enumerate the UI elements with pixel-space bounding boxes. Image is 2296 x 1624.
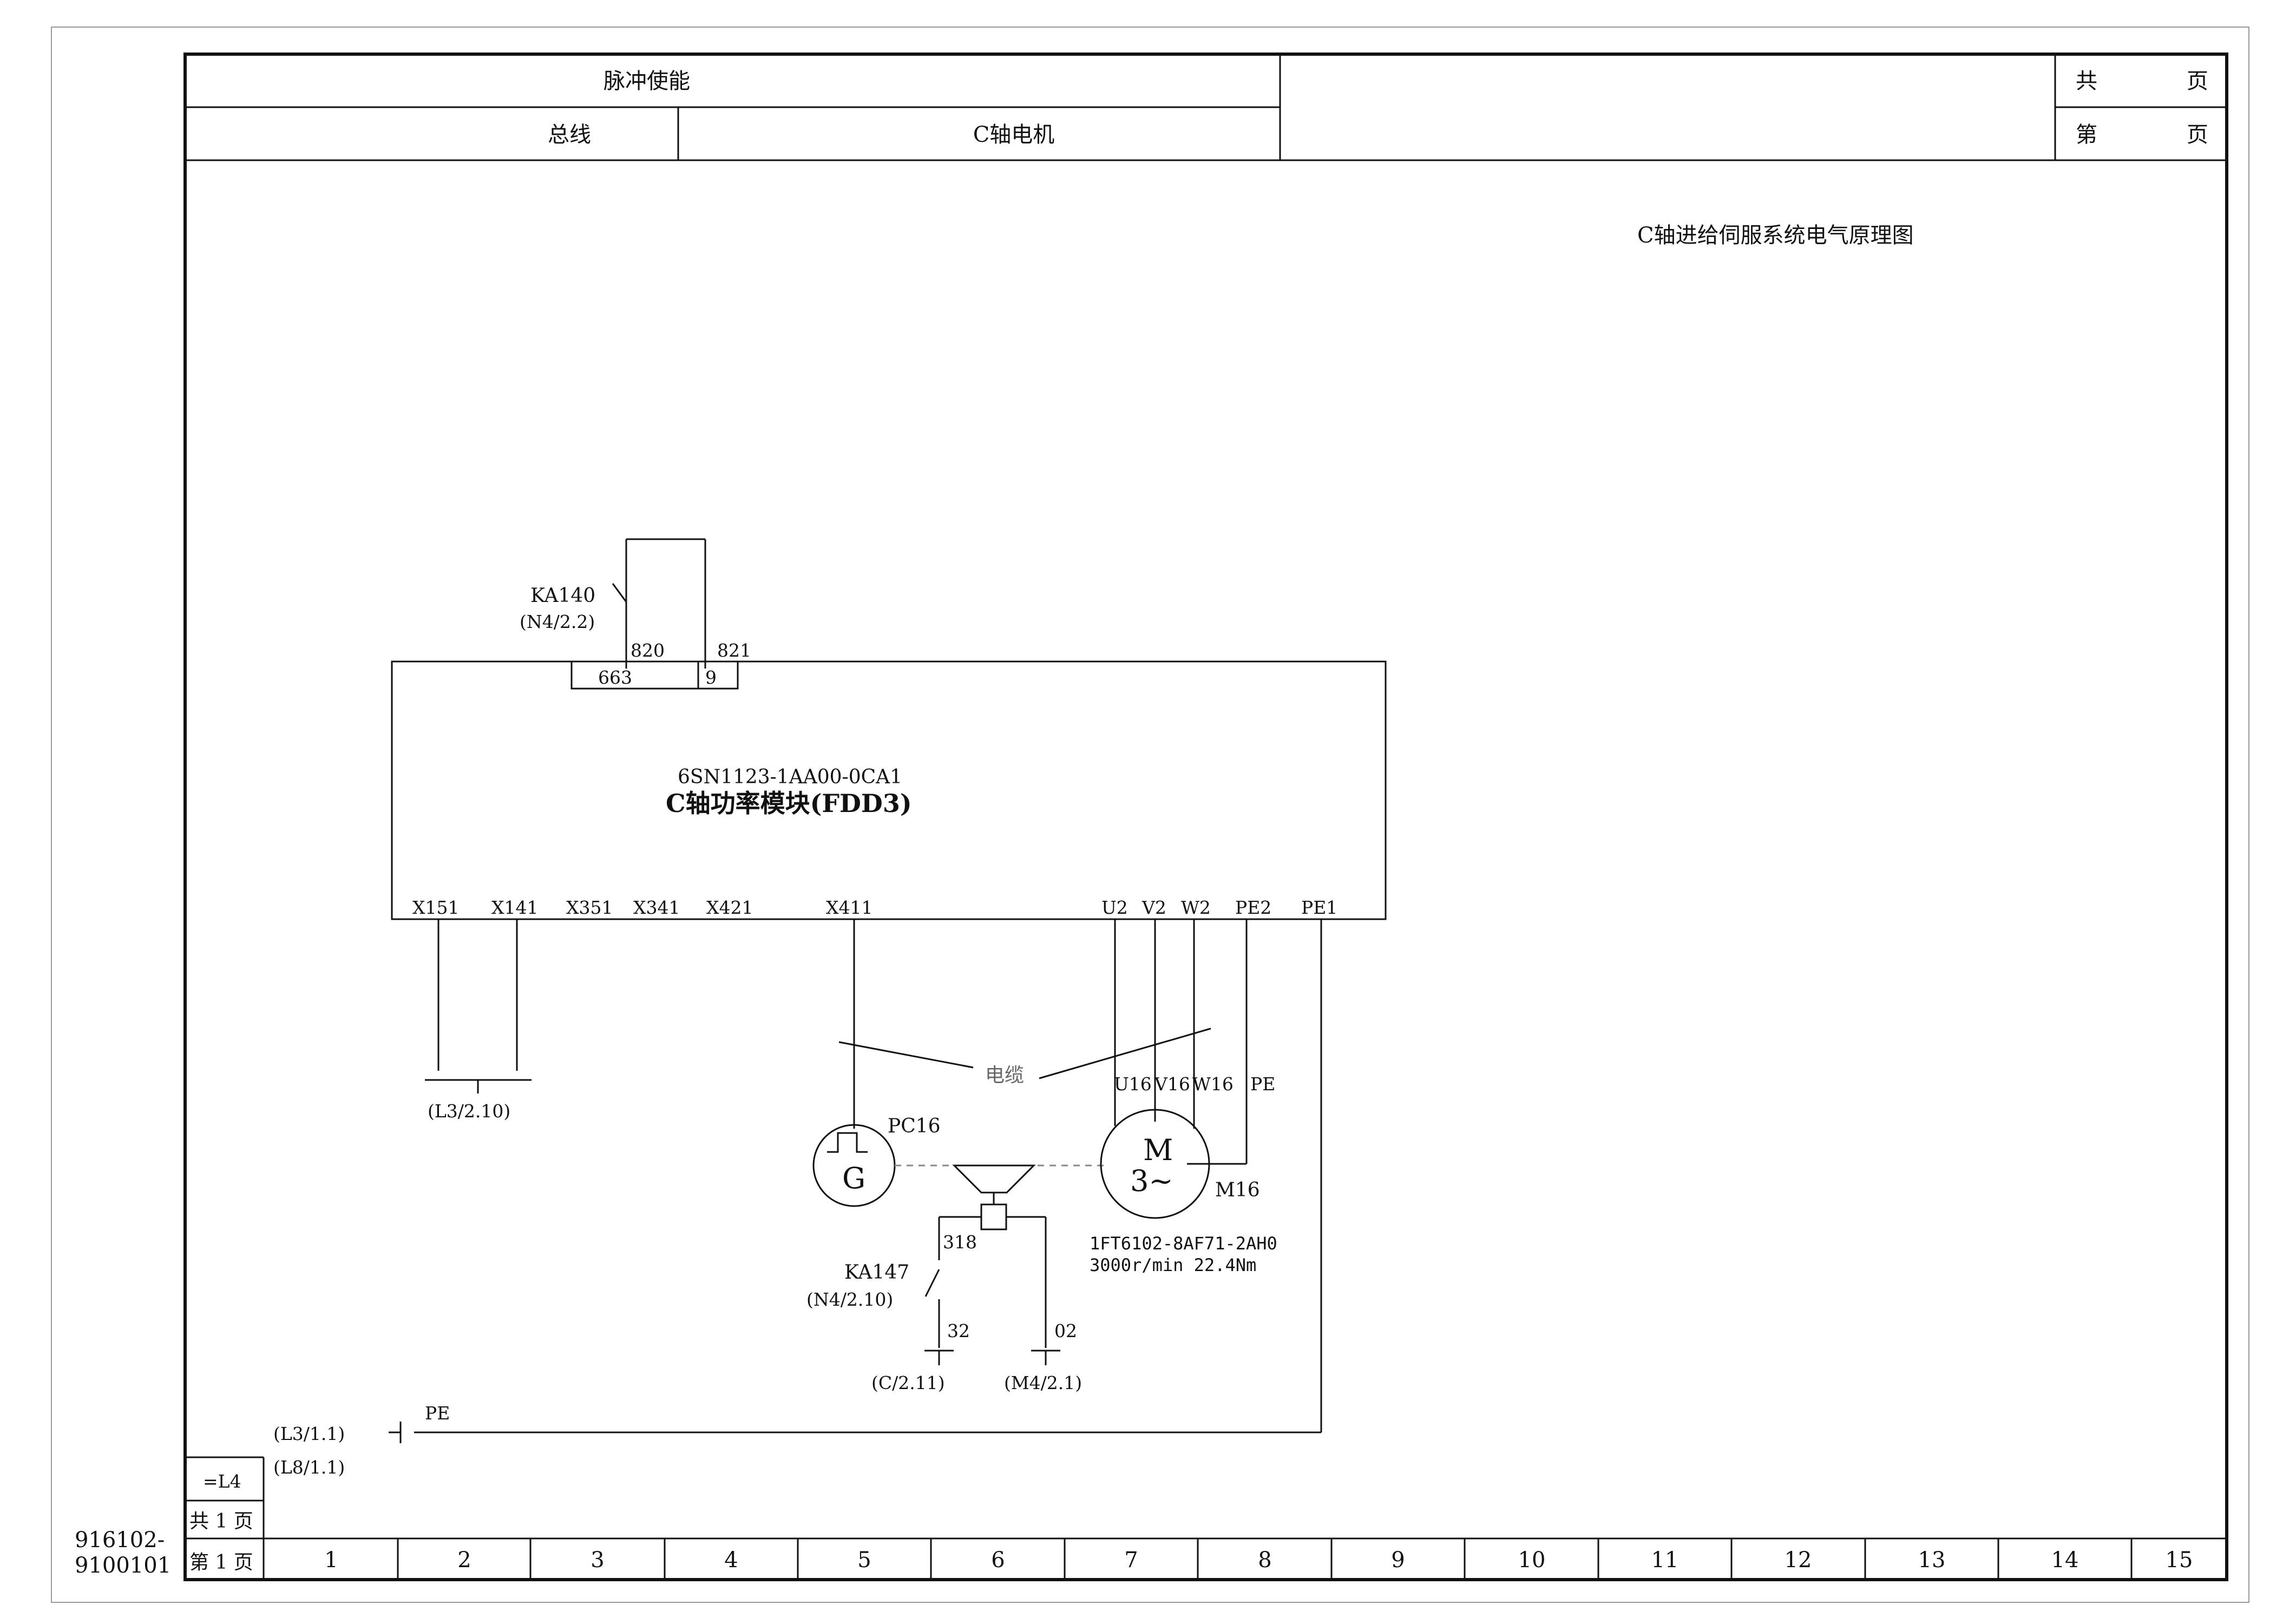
brake-assembly: 318 KA147 (N4/2.10) 32 02 (C/2.11) (M4/2… xyxy=(806,1164,1082,1393)
column-9: 9 xyxy=(1391,1548,1405,1573)
column-15: 15 xyxy=(2166,1548,2193,1573)
pe-ref-l8: (L8/1.1) xyxy=(273,1457,345,1478)
wire-32: 32 xyxy=(947,1320,970,1341)
drawing-title: C轴进给伺服系统电气原理图 xyxy=(1637,223,1914,248)
terminal-u2: U2 xyxy=(1101,897,1128,918)
motor-phase: 3~ xyxy=(1130,1164,1173,1198)
terminal-663: 663 xyxy=(598,667,632,688)
terminal-x151: X151 xyxy=(412,897,459,918)
terminal-w2: W2 xyxy=(1181,897,1211,918)
wire-820: 820 xyxy=(631,640,665,661)
wire-821: 821 xyxy=(717,640,751,661)
terminal-x411: X411 xyxy=(826,897,873,918)
page-unit: 页 xyxy=(2187,122,2208,147)
terminal-9: 9 xyxy=(705,667,717,688)
title-block: 脉冲使能 总线 C轴电机 共 页 第 页 xyxy=(185,54,2227,161)
ref-c-2-11: (C/2.11) xyxy=(871,1372,945,1393)
terminal-x341: X341 xyxy=(633,897,680,918)
encoder-name: PC16 xyxy=(888,1115,941,1137)
column-2: 2 xyxy=(457,1548,471,1573)
motor-spec: 3000r/min 22.4Nm xyxy=(1090,1255,1256,1275)
column-7: 7 xyxy=(1124,1548,1138,1573)
module-part-number: 6SN1123-1AA00-0CA1 xyxy=(678,766,902,788)
ka140-ref: (N4/2.2) xyxy=(520,611,595,632)
column-13: 13 xyxy=(1918,1548,1946,1573)
column-5: 5 xyxy=(857,1548,871,1573)
column-14: 14 xyxy=(2051,1548,2079,1573)
title-c-axis-motor: C轴电机 xyxy=(973,122,1055,147)
pe-line: PE (L3/1.1) (L8/1.1) xyxy=(273,919,1322,1478)
relay-ka140: KA140 (N4/2.2) 820 821 xyxy=(520,538,751,669)
wire-w16: W16 xyxy=(1192,1073,1234,1095)
page-label: 第 xyxy=(2076,122,2097,147)
column-3: 3 xyxy=(591,1548,604,1573)
terminal-pe1: PE1 xyxy=(1301,897,1337,918)
column-4: 4 xyxy=(724,1548,738,1573)
column-12: 12 xyxy=(1785,1548,1812,1573)
column-10: 10 xyxy=(1518,1548,1546,1573)
motor-m16: M 3~ M16 1FT6102-8AF71-2AH0 3000r/min 22… xyxy=(1090,1109,1277,1275)
terminal-x351: X351 xyxy=(566,897,613,918)
total-pages-unit: 页 xyxy=(2187,69,2208,94)
drawing-number-line1: 916102- xyxy=(75,1528,165,1553)
terminal-v2: V2 xyxy=(1142,897,1166,918)
drawing-frame xyxy=(183,53,2228,1581)
location-code: =L4 xyxy=(203,1471,241,1492)
wire-pe: PE xyxy=(1250,1073,1275,1095)
terminal-strip xyxy=(570,660,739,690)
terminal-x141: X141 xyxy=(491,897,538,918)
total-pages: 共 1 页 xyxy=(189,1510,253,1533)
column-8: 8 xyxy=(1258,1548,1271,1573)
wire-v16: V16 xyxy=(1154,1073,1190,1095)
motor-name: M16 xyxy=(1215,1179,1260,1201)
total-pages-label: 共 xyxy=(2076,69,2097,94)
corner-block: =L4 共 1 页 第 1 页 xyxy=(185,1456,265,1580)
column-grid: 1 2 3 4 5 6 7 8 9 10 11 12 13 14 15 xyxy=(185,1537,2227,1580)
column-6: 6 xyxy=(991,1548,1005,1573)
title-bus: 总线 xyxy=(548,122,591,147)
cable-marker: 电缆 xyxy=(838,1027,1211,1086)
encoder-pc16: G PC16 xyxy=(812,1115,941,1207)
ka140-name: KA140 xyxy=(530,585,595,607)
terminal-pe2: PE2 xyxy=(1235,897,1271,918)
x151-x141-wiring: (L3/2.10) xyxy=(425,919,532,1122)
wire-02: 02 xyxy=(1054,1320,1077,1341)
module-name: C轴功率模块(FDD3) xyxy=(666,789,912,818)
title-pulse-enable: 脉冲使能 xyxy=(603,69,690,94)
motor-power-wiring: U16 V16 W16 PE xyxy=(1114,919,1275,1165)
motor-symbol: M xyxy=(1143,1133,1173,1167)
drawing-number-line2: 9100101 xyxy=(75,1553,171,1578)
ka147-name: KA147 xyxy=(844,1261,909,1284)
column-1: 1 xyxy=(324,1548,338,1573)
power-module: 663 9 6SN1123-1AA00-0CA1 C轴功率模块(FDD3) X1… xyxy=(391,660,1387,920)
terminal-x421: X421 xyxy=(706,897,753,918)
ref-l3-2-10: (L3/2.10) xyxy=(428,1101,510,1122)
pe-label: PE xyxy=(425,1403,450,1424)
encoder-symbol: G xyxy=(842,1161,865,1195)
ref-m4-2-1: (M4/2.1) xyxy=(1004,1372,1082,1393)
outer-border xyxy=(51,27,2249,1603)
wire-u16: U16 xyxy=(1114,1073,1152,1095)
cable-label: 电缆 xyxy=(985,1064,1024,1086)
current-page: 第 1 页 xyxy=(189,1551,253,1574)
ka147-ref: (N4/2.10) xyxy=(806,1289,893,1310)
motor-model: 1FT6102-8AF71-2AH0 xyxy=(1090,1233,1277,1254)
column-11: 11 xyxy=(1651,1548,1679,1573)
pe-ref-l3: (L3/1.1) xyxy=(273,1423,345,1444)
wire-318: 318 xyxy=(943,1232,977,1253)
